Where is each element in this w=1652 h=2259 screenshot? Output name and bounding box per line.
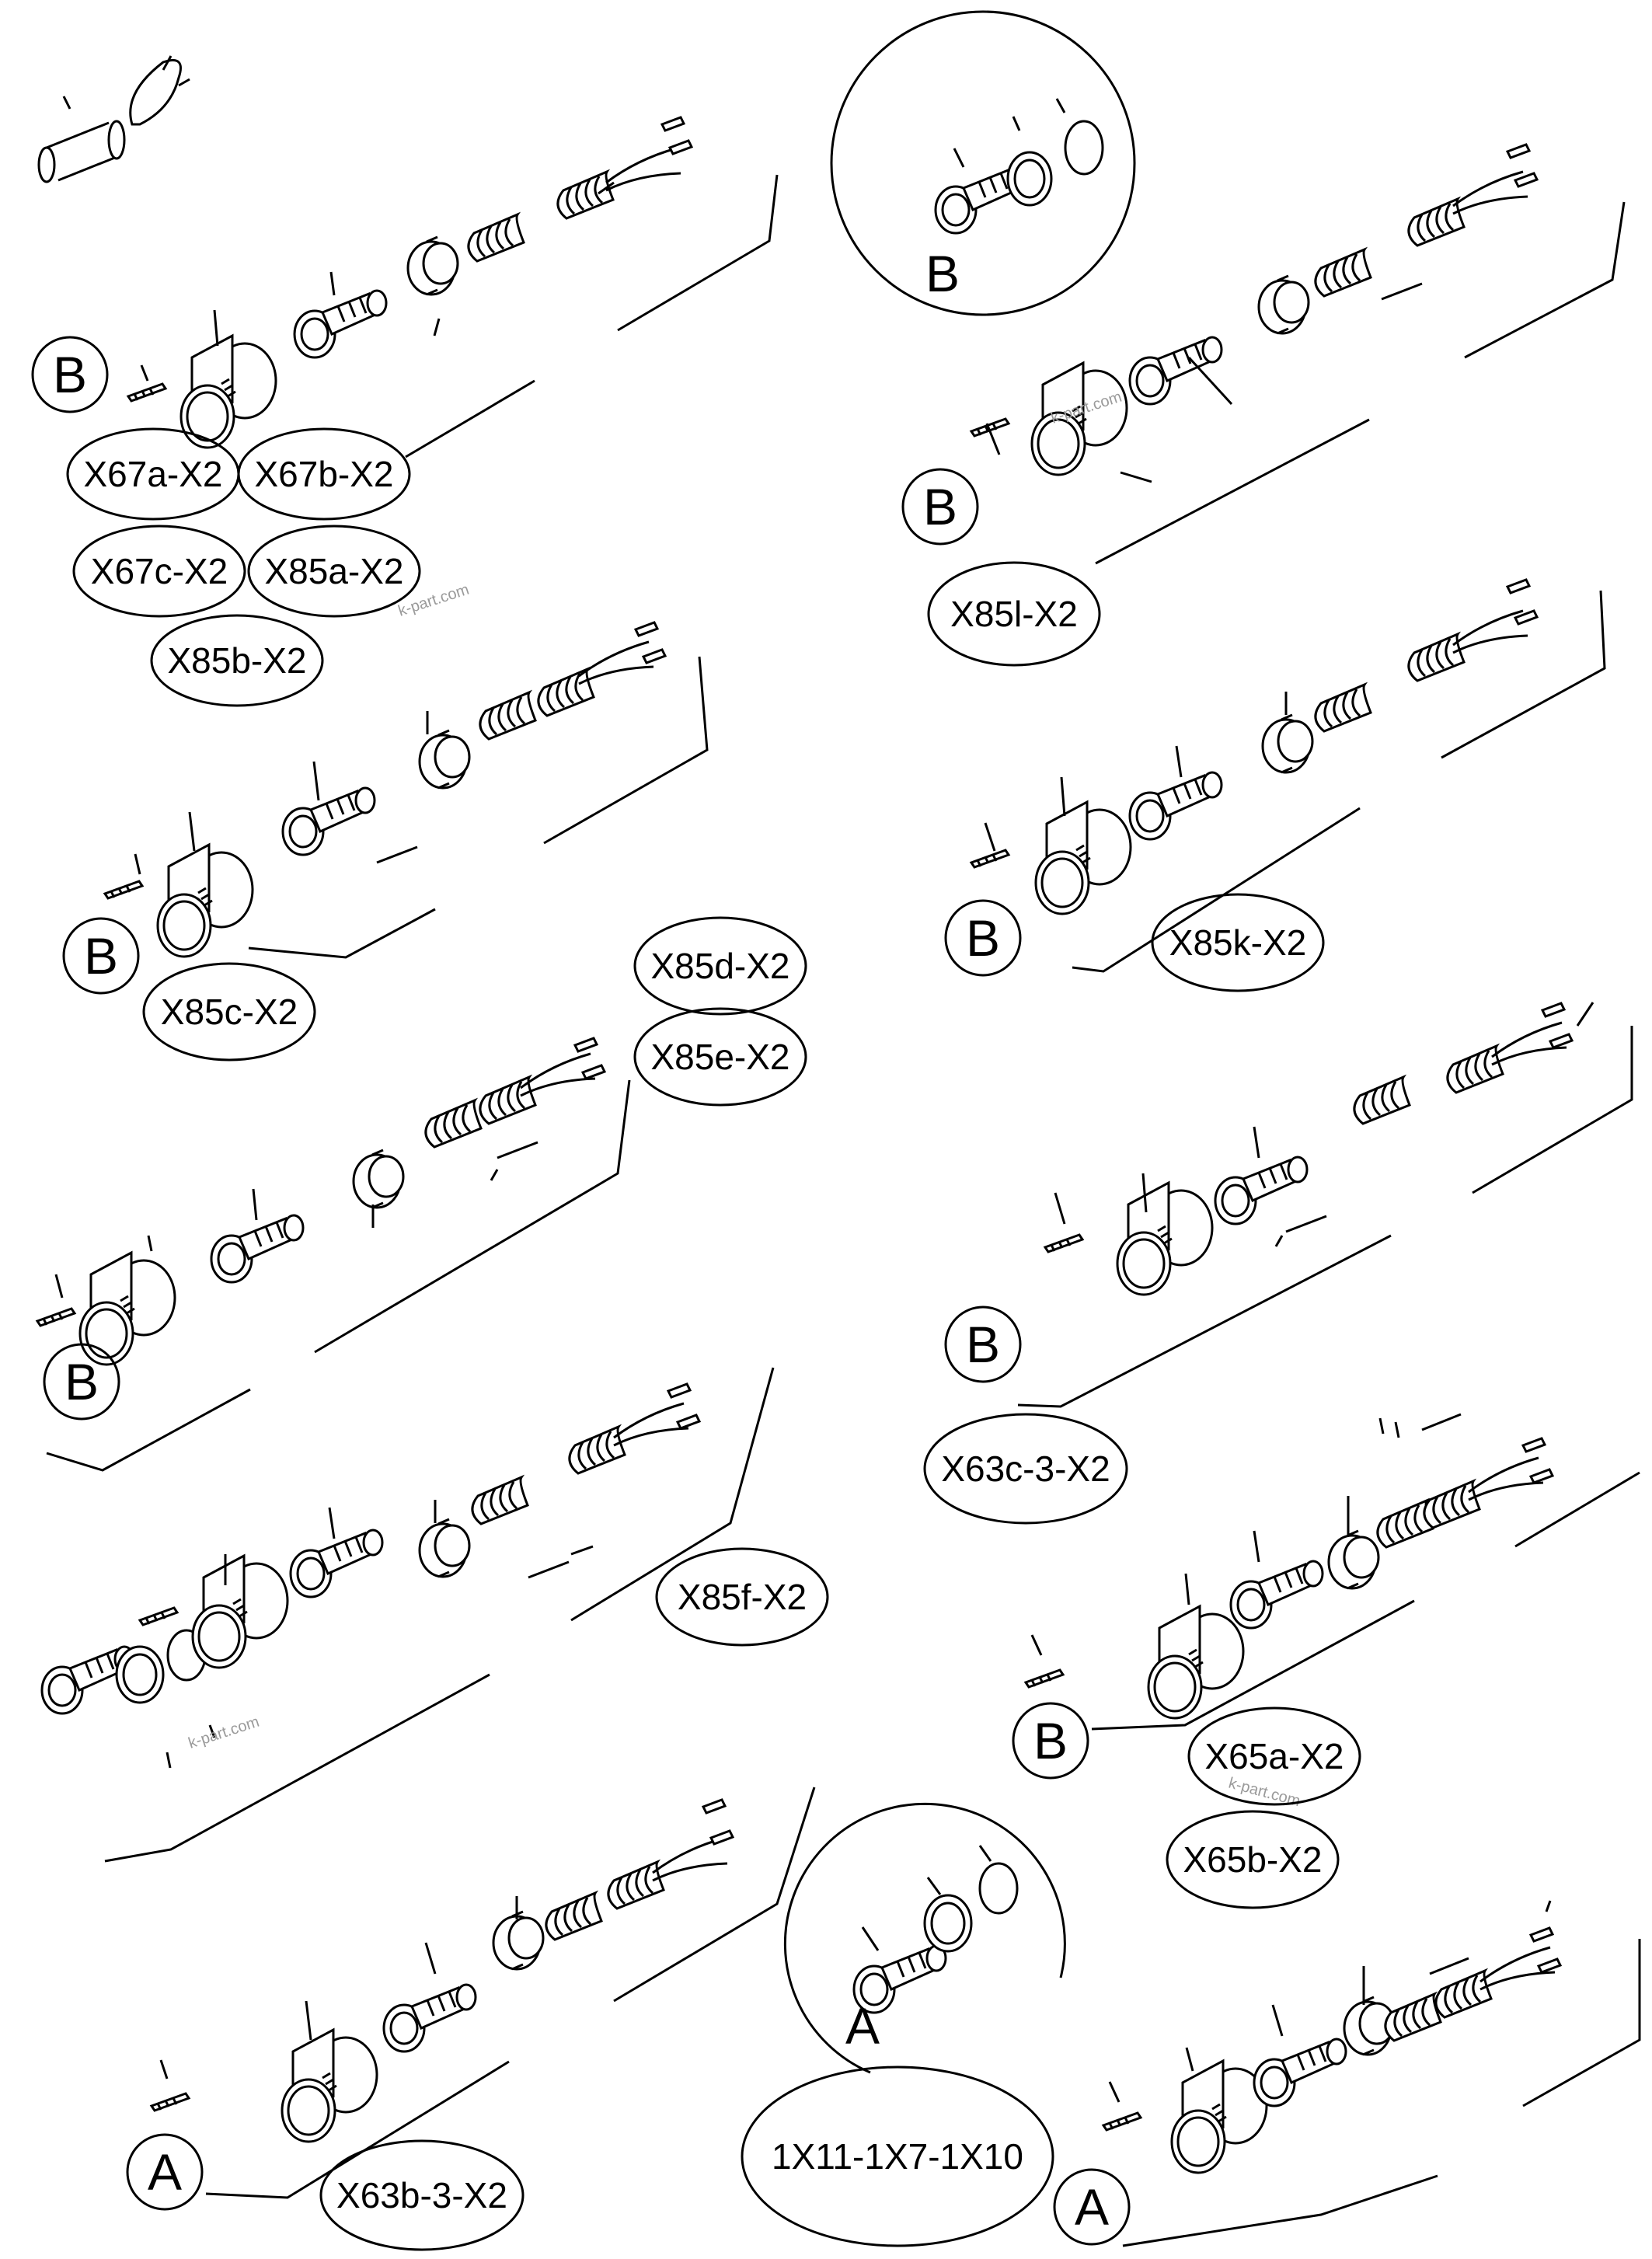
svg-text:X63b-3-X2: X63b-3-X2 (336, 2175, 507, 2215)
view-marker-b-6: B (944, 1306, 1022, 1383)
svg-text:X63c-3-X2: X63c-3-X2 (941, 1448, 1110, 1489)
assembly-view-a (1102, 1900, 1641, 2247)
svg-text:A: A (1075, 2178, 1109, 2236)
view-label-a-detail: A (845, 1997, 880, 2055)
connector-label-x63b: X63b-3-X2 (319, 2139, 525, 2251)
svg-text:B: B (923, 478, 957, 535)
svg-text:B: B (1033, 1712, 1068, 1769)
view-marker-b-4: B (944, 899, 1022, 977)
assembly-x85k (970, 578, 1606, 973)
svg-text:X85l-X2: X85l-X2 (950, 594, 1078, 634)
svg-text:X85f-X2: X85f-X2 (678, 1577, 807, 1617)
connector-label-x63c: X63c-3-X2 (923, 1413, 1128, 1525)
view-label-b-detail: B (925, 245, 960, 302)
assembly-x63b (150, 1787, 816, 2199)
svg-text:X67a-X2: X67a-X2 (83, 454, 222, 494)
svg-text:X67b-X2: X67b-X2 (254, 454, 393, 494)
watermark-3: k-part.com (186, 1713, 262, 1752)
connector-label-x85c: X85c-X2 (142, 962, 316, 1062)
svg-text:X85d-X2: X85d-X2 (650, 946, 789, 986)
connector-label-x67a: X67a-X2 (66, 427, 240, 521)
connector-label-x85k: X85k-X2 (1151, 893, 1325, 992)
view-marker-b-7: B (1012, 1702, 1089, 1780)
assembly-x85c (103, 621, 709, 959)
view-marker-b-3: B (62, 917, 140, 995)
connector-label-1x11: 1X11-1X7-1X10 (741, 2066, 1054, 2247)
svg-text:B: B (53, 346, 87, 403)
watermark-1: k-part.com (396, 581, 472, 620)
assembly-x85l (830, 10, 1626, 565)
connector-label-x85d: X85d-X2 (633, 916, 807, 1016)
connector-label-x85e: X85e-X2 (633, 1007, 807, 1107)
view-marker-b-5: B (43, 1343, 120, 1421)
assembly-x67 (127, 116, 779, 458)
svg-text:B: B (966, 1316, 1000, 1373)
view-marker-a-1: A (126, 2133, 204, 2211)
view-marker-a-2: A (1053, 2168, 1131, 2246)
view-marker-b-2: B (901, 468, 979, 546)
svg-text:X65a-X2: X65a-X2 (1204, 1736, 1344, 1776)
svg-text:X67c-X2: X67c-X2 (91, 551, 228, 591)
svg-text:X85e-X2: X85e-X2 (650, 1037, 789, 1077)
cable-clip-detail (37, 55, 190, 183)
assembly-x85de (36, 1037, 631, 1472)
connector-label-x67b: X67b-X2 (237, 427, 411, 521)
connector-label-x67c: X67c-X2 (72, 525, 246, 618)
svg-text:B: B (966, 909, 1000, 967)
view-marker-b-1: B (31, 336, 109, 413)
svg-text:X85k-X2: X85k-X2 (1169, 922, 1306, 963)
svg-text:X85a-X2: X85a-X2 (264, 551, 403, 591)
svg-text:X85c-X2: X85c-X2 (161, 992, 298, 1032)
view-a-detail (783, 1802, 1066, 2074)
svg-text:1X11-1X7-1X10: 1X11-1X7-1X10 (772, 2136, 1023, 2177)
svg-text:X85b-X2: X85b-X2 (167, 640, 306, 681)
svg-text:A: A (148, 2143, 182, 2201)
connector-label-x85b: X85b-X2 (150, 614, 324, 707)
assembly-x63c (1017, 1002, 1633, 1408)
connector-label-x65a: X65a-X2 (1187, 1706, 1361, 1806)
assembly-x65 (1024, 1413, 1640, 1731)
assembly-x85f (40, 1367, 775, 1863)
connector-label-x85f: X85f-X2 (655, 1547, 829, 1647)
svg-text:X65b-X2: X65b-X2 (1183, 1839, 1322, 1880)
connector-label-x85a: X85a-X2 (247, 525, 421, 618)
svg-text:B: B (84, 927, 118, 985)
svg-text:B: B (64, 1353, 99, 1410)
connector-label-x85l: X85l-X2 (927, 561, 1101, 667)
connector-label-x65b: X65b-X2 (1166, 1810, 1340, 1909)
